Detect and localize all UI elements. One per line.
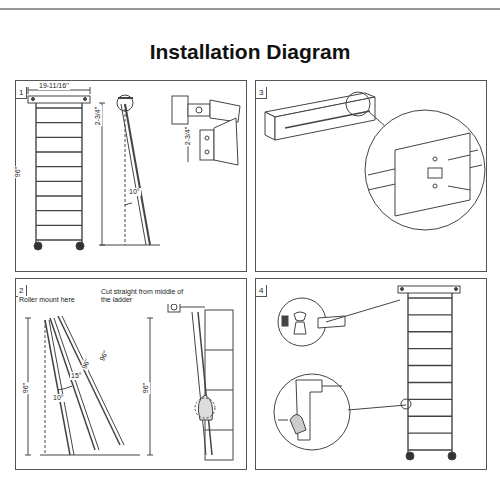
dimension-label: 96'' bbox=[142, 382, 150, 394]
dimension-label: 10° bbox=[52, 394, 65, 402]
note-label: Cut straight from middle of the ladder bbox=[100, 288, 192, 304]
step-panel: 3 bbox=[255, 80, 487, 272]
title: Installation Diagram bbox=[0, 40, 500, 64]
dimension-label: 2-3/4'' bbox=[184, 126, 192, 147]
dimension-label: 96'' bbox=[14, 166, 22, 178]
dimension-label: 2-3/4'' bbox=[94, 106, 102, 127]
dimension-label: 96'' bbox=[98, 349, 111, 364]
step-number: 3 bbox=[256, 87, 267, 99]
step-number: 4 bbox=[256, 285, 267, 297]
dimension-label: 19-11/16'' bbox=[38, 82, 70, 90]
dimension-label: 10° bbox=[128, 188, 141, 196]
step-panel: 1 bbox=[15, 80, 247, 272]
dimension-label: 15° bbox=[70, 372, 83, 380]
step-number: 1 bbox=[16, 87, 27, 99]
note-label: Roller mount here bbox=[18, 296, 76, 304]
dimension-label: 96'' bbox=[22, 382, 30, 394]
step-panel: 4 bbox=[255, 278, 487, 470]
step-panel: 2 bbox=[15, 278, 247, 470]
